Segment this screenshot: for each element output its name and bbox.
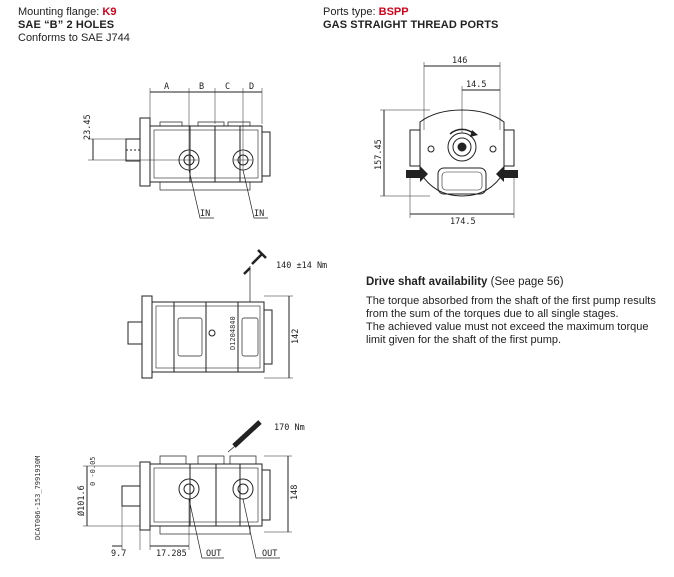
flange-type: SAE “B” 2 HOLES xyxy=(18,19,115,31)
flange-conformance: Conforms to SAE J744 xyxy=(18,32,130,44)
ports-description: GAS STRAIGHT THREAD PORTS xyxy=(323,19,499,31)
dim-diameter: Ø101.6 xyxy=(76,485,87,516)
mounting-flange-code: K9 xyxy=(102,6,117,18)
dim-c: C xyxy=(225,82,230,92)
torque-170: 170 Nm xyxy=(274,423,305,433)
drive-shaft-paragraph-2: The achieved value must not exceed the m… xyxy=(366,321,649,346)
drive-shaft-paragraph-1: The torque absorbed from the shaft of th… xyxy=(366,295,656,320)
port-out-2-label: OUT xyxy=(262,549,277,559)
top-side-view xyxy=(88,88,271,219)
port-out-1-label: OUT xyxy=(206,549,221,559)
dim-a: A xyxy=(164,82,169,92)
drawing-code: DCAT006-153_7991930M xyxy=(34,456,42,540)
drive-shaft-title: Drive shaft availability (See page 56) xyxy=(366,276,564,288)
dim-14-5: 14.5 xyxy=(466,80,486,90)
bottom-side-view xyxy=(83,420,292,559)
dim-23-45: 23.45 xyxy=(83,114,93,140)
mounting-flange-header: Mounting flange: K9 SAE “B” 2 HOLES Conf… xyxy=(18,6,130,45)
port-in-1-label: IN xyxy=(200,209,210,219)
ports-type-code: BSPP xyxy=(378,6,409,18)
torque-140: 140 ±14 Nm xyxy=(276,261,327,271)
drive-shaft-section: Drive shaft availability (See page 56) T… xyxy=(366,276,656,347)
port-in-2-label: IN xyxy=(254,209,264,219)
middle-side-view xyxy=(127,249,293,379)
part-tag: D1204840 xyxy=(229,316,237,350)
dim-146: 146 xyxy=(452,56,467,66)
dim-157-45: 157.45 xyxy=(374,139,384,170)
ports-type-header: Ports type: BSPP GAS STRAIGHT THREAD POR… xyxy=(323,6,498,32)
dim-148: 148 xyxy=(290,485,300,500)
dim-9-7: 9.7 xyxy=(111,549,126,559)
dim-142: 142 xyxy=(291,329,301,344)
dim-d: D xyxy=(249,82,254,92)
dim-17-285: 17.285 xyxy=(156,549,187,559)
dim-174-5: 174.5 xyxy=(450,217,476,227)
ports-type-label: Ports type: xyxy=(323,6,376,18)
dim-diameter-tolerance: 0 -0.05 xyxy=(89,456,97,486)
front-view xyxy=(380,62,518,218)
drive-shaft-see-page: (See page 56) xyxy=(490,276,564,288)
mounting-flange-label: Mounting flange: xyxy=(18,6,100,18)
dim-b: B xyxy=(199,82,204,92)
